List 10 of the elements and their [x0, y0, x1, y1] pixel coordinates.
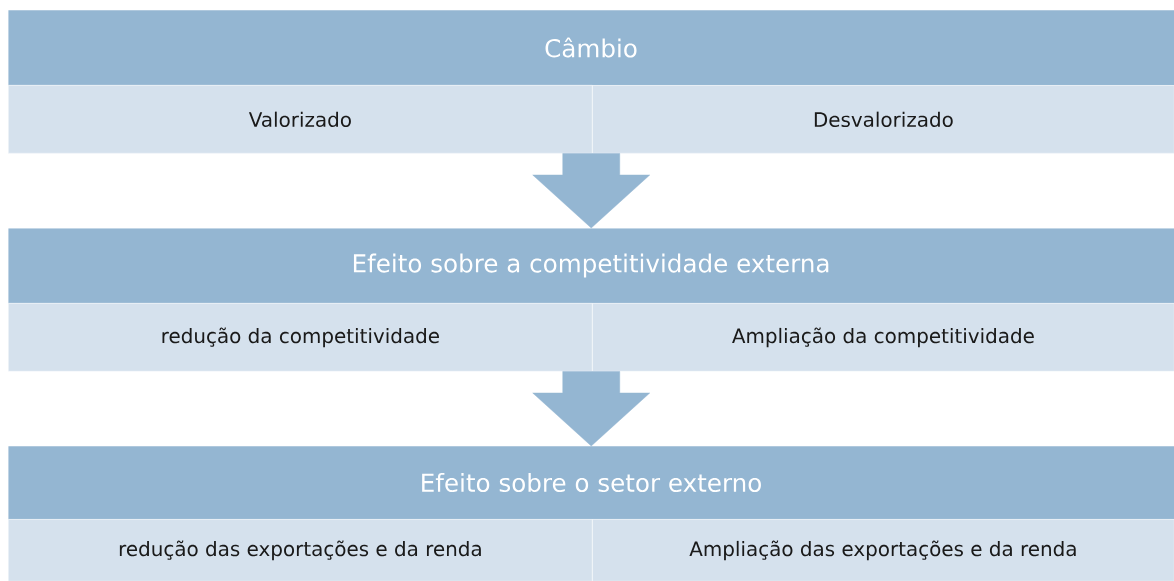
block-arrow	[532, 153, 650, 229]
table-cell: Ampliação das exportações e da renda	[592, 519, 1174, 581]
block-arrow	[532, 371, 650, 447]
table-cell: redução das exportações e da renda	[8, 519, 593, 581]
table-cell: Ampliação da competitividade	[592, 303, 1174, 372]
table-cell: Valorizado	[8, 85, 593, 154]
node-label: Ampliação da competitividade	[732, 327, 1034, 348]
table-cell: Desvalorizado	[592, 85, 1174, 154]
table-cell: redução da competitividade	[8, 303, 593, 372]
node-label: redução das exportações e da renda	[119, 540, 481, 561]
